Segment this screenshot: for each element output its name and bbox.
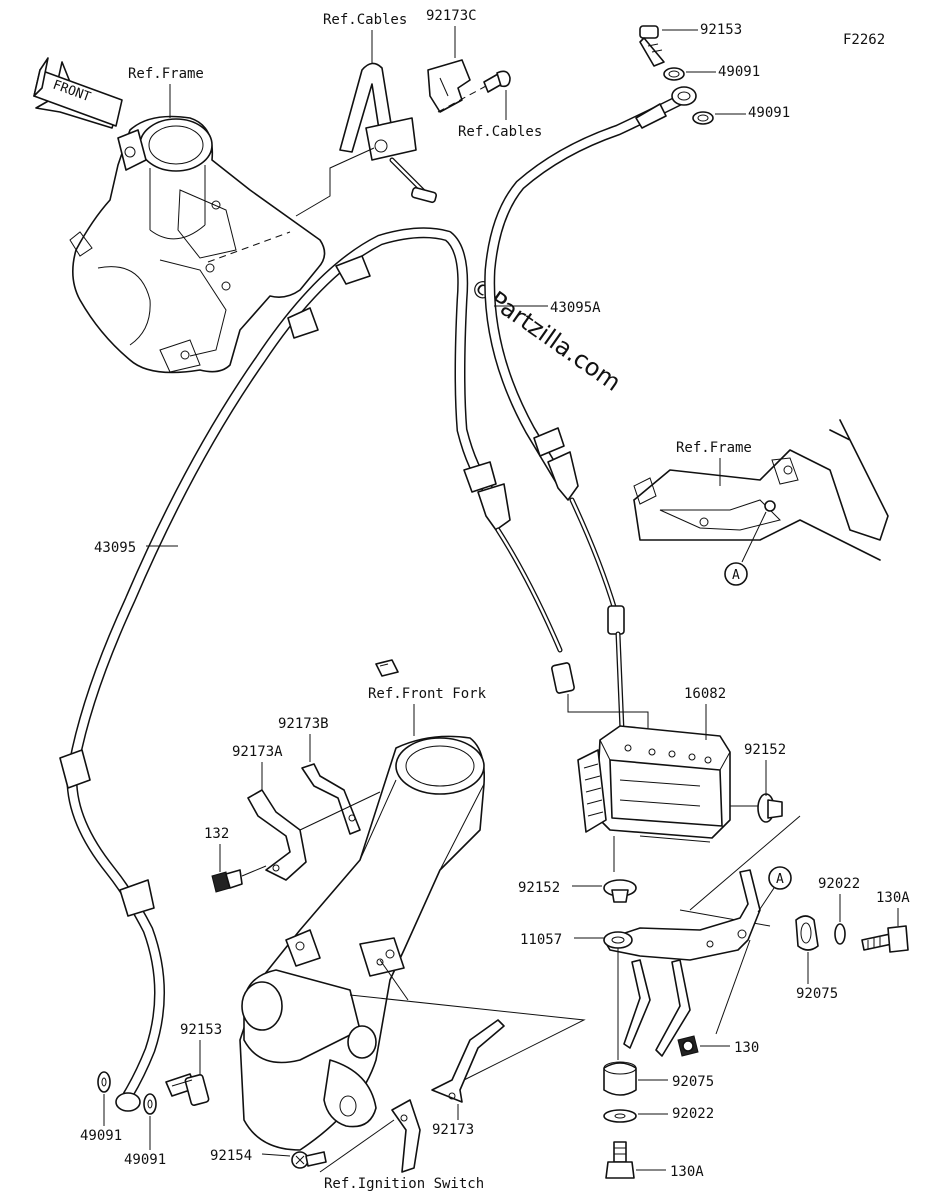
part-92153-top-label: 92153 [700,22,742,38]
part-92173b-label: 92173B [278,716,329,732]
washer-49091-top2-part [692,111,714,125]
frame-detail-part [633,419,889,561]
brake-hose-43095a-part [484,86,697,733]
figure-code: F2262 [843,32,885,48]
part-132-label: 132 [204,826,229,842]
part-130-label: 130 [734,1040,759,1056]
part-92022-bottom-label: 92022 [672,1106,714,1122]
frame-head-part [69,115,326,374]
bolt-130-part [677,1035,699,1057]
ref-frame-top-label: Ref.Frame [128,66,204,82]
bolt-130a-right-part [861,925,909,953]
grommet-92075-right-part [795,915,819,951]
part-92152-right-label: 92152 [744,742,786,758]
bolt-132-part [211,869,243,893]
part-92022-right-label: 92022 [818,876,860,892]
bolt-130a-bottom-part [605,1141,635,1179]
washer-49091-top1-part [663,67,685,81]
grommet-92152-mid-part [603,879,637,903]
part-92173c-label: 92173C [426,8,477,24]
abs-unit-16082-part [577,725,731,843]
callout-a-bracket: A [768,866,792,890]
grommet-92152-right-part [757,793,783,823]
part-130a-right-label: 130A [876,890,910,906]
abs-bracket-11057-part [603,869,761,1057]
washer-92022-right-part [834,923,846,945]
washer-49091-bottom2-part [143,1093,157,1115]
grommet-92075-bottom-part [603,1061,637,1096]
ref-cables-top-label: Ref.Cables [323,12,407,28]
part-92154-label: 92154 [210,1148,252,1164]
banjo-bolt-top-part [639,25,665,67]
ref-ignition-switch-label: Ref.Ignition Switch [324,1176,484,1192]
washer-92022-bottom-part [603,1109,637,1123]
part-43095-label: 43095 [94,540,136,556]
part-92152-mid-label: 92152 [518,880,560,896]
part-16082-label: 16082 [684,686,726,702]
clamp-92173b-part [301,763,361,835]
svg-text:A: A [732,568,740,583]
ignition-switch-bracket-part [391,1099,421,1173]
part-49091-top2-label: 49091 [748,105,790,121]
part-92153-bottom-label: 92153 [180,1022,222,1038]
part-49091-bottom1-label: 49091 [80,1128,122,1144]
part-92075-bottom-label: 92075 [672,1074,714,1090]
part-43095a-label: 43095A [550,300,601,316]
bolt-92154-part [291,1151,327,1169]
part-92173-label: 92173 [432,1122,474,1138]
clamp-92173a-part [247,789,307,881]
part-92075-right-label: 92075 [796,986,838,1002]
ref-cables-right-label: Ref.Cables [458,124,542,140]
banjo-bolt-bottom-part [165,1073,210,1106]
part-11057-label: 11057 [520,932,562,948]
clamp-92173c-part [427,59,471,113]
part-92173a-label: 92173A [232,744,283,760]
washer-49091-bottom1-part [97,1071,111,1093]
cable-bracket-part [339,62,438,204]
callout-a-detail: A [724,562,748,586]
brake-hose-43095-part [59,227,575,1112]
svg-text:A: A [776,872,784,887]
ref-front-fork-label: Ref.Front Fork [368,686,487,702]
front-fork-part [239,659,486,1151]
part-130a-bottom-label: 130A [670,1164,704,1180]
cable-bolt-part [483,70,511,93]
part-49091-top1-label: 49091 [718,64,760,80]
clamp-92173-part [431,1019,505,1103]
part-49091-bottom2-label: 49091 [124,1152,166,1168]
front-arrow-icon: FRONT [33,57,123,129]
ref-frame-detail-label: Ref.Frame [676,440,752,456]
